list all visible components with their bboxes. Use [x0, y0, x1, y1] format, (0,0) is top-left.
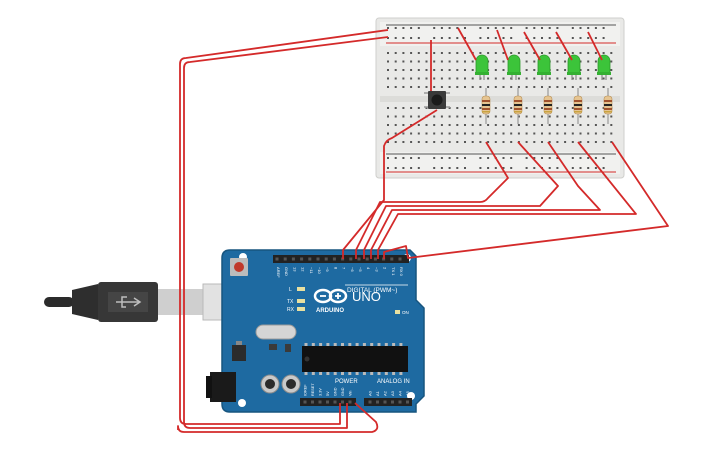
led-2[interactable]	[507, 54, 521, 80]
resistor-1[interactable]	[481, 88, 491, 124]
power-label: POWER	[335, 379, 358, 385]
status-leds: L TX RX	[287, 287, 305, 313]
wire-pin3-to-resistor3	[370, 141, 601, 259]
power-jack	[206, 372, 236, 402]
digital-pin-label: ~11	[309, 267, 314, 274]
digital-pin-label: ~6	[350, 267, 355, 272]
board-name: UNO	[352, 289, 381, 304]
led-label-tx: TX	[287, 299, 294, 305]
microcontroller-chip	[302, 343, 408, 375]
analog-pin-label: A4	[398, 390, 403, 396]
digital-pin-label: ~5	[358, 267, 363, 272]
wire-pin1-to-resistor5	[383, 141, 669, 259]
resistor-group	[481, 88, 613, 124]
led-group	[475, 54, 611, 80]
digital-pin-label: 13	[292, 267, 297, 272]
digital-pin-label: GND	[284, 267, 289, 276]
power-pin-label: Vin	[349, 391, 353, 396]
wire-led3-to-rail	[523, 31, 541, 61]
led-label-rx: RX	[287, 307, 295, 313]
wire-pin7-to-button	[342, 109, 438, 259]
arduino-logo	[313, 288, 348, 304]
wire-5v-to-top-rail	[183, 36, 389, 429]
wire-pin2-to-resistor4	[377, 141, 637, 259]
usb-cable	[44, 282, 244, 322]
digital-pin-label: 7	[342, 267, 347, 270]
analog-label: ANALOG IN	[377, 379, 410, 385]
resistor-3[interactable]	[543, 88, 553, 124]
analog-pin-label: A2	[383, 390, 388, 396]
digital-pin-label: 2	[383, 267, 388, 270]
reset-button[interactable]	[230, 258, 248, 276]
wire-pin4-to-resistor2	[363, 141, 559, 259]
wires	[177, 27, 669, 433]
resistor-5[interactable]	[603, 88, 613, 124]
digital-pin-label: ~10	[317, 267, 322, 275]
on-label: ON	[402, 310, 409, 315]
power-pin-label: IOREF	[304, 384, 308, 396]
wire-led5-to-rail	[587, 31, 603, 61]
wire-led1-to-rail	[457, 27, 477, 61]
analog-pin-label: A0	[368, 390, 373, 396]
digital-pin-label: ~9	[325, 267, 330, 272]
crystal	[255, 324, 297, 340]
power-header	[303, 400, 352, 404]
power-pin-label: GND	[334, 387, 338, 396]
led-label-l: L	[289, 287, 292, 293]
power-pin-label: 5V	[326, 391, 330, 396]
wire-pin5-to-resistor1	[355, 141, 509, 259]
digital-pin-label: RX 0	[399, 267, 404, 277]
usb-icon	[116, 296, 142, 308]
power-pin-label: 3.3V	[319, 388, 323, 396]
power-pin-label: RESET	[311, 383, 315, 396]
resistor-4[interactable]	[573, 88, 583, 124]
analog-pin-label: A5	[405, 390, 410, 396]
digital-pin-label: AREF	[276, 267, 281, 278]
digital-pin-label: TX 1	[391, 267, 396, 276]
digital-pin-label: 12	[301, 267, 306, 272]
wire-led4-to-rail	[555, 31, 573, 61]
digital-label: DIGITAL (PWM~)	[347, 287, 397, 294]
breadboard-holes	[387, 27, 613, 169]
led-1[interactable]	[475, 54, 489, 80]
wire-gnd-to-breadboard	[177, 402, 379, 433]
breadboard[interactable]	[375, 17, 625, 179]
wire-led2-to-rail	[496, 29, 509, 61]
digital-pin-label: 4	[366, 267, 371, 270]
analog-pin-label: A3	[390, 390, 395, 396]
capacitors	[260, 374, 301, 394]
pushbutton[interactable]	[424, 91, 450, 109]
digital-pin-label: ~3	[374, 267, 379, 272]
analog-pin-label: A1	[375, 390, 380, 396]
brand-name: ARDUINO	[316, 308, 344, 314]
resistor-2[interactable]	[513, 88, 523, 124]
power-pin-label: GND	[341, 387, 345, 396]
led-3[interactable]	[537, 54, 551, 80]
analog-header	[368, 400, 409, 404]
digital-pin-label: 8	[333, 267, 338, 270]
